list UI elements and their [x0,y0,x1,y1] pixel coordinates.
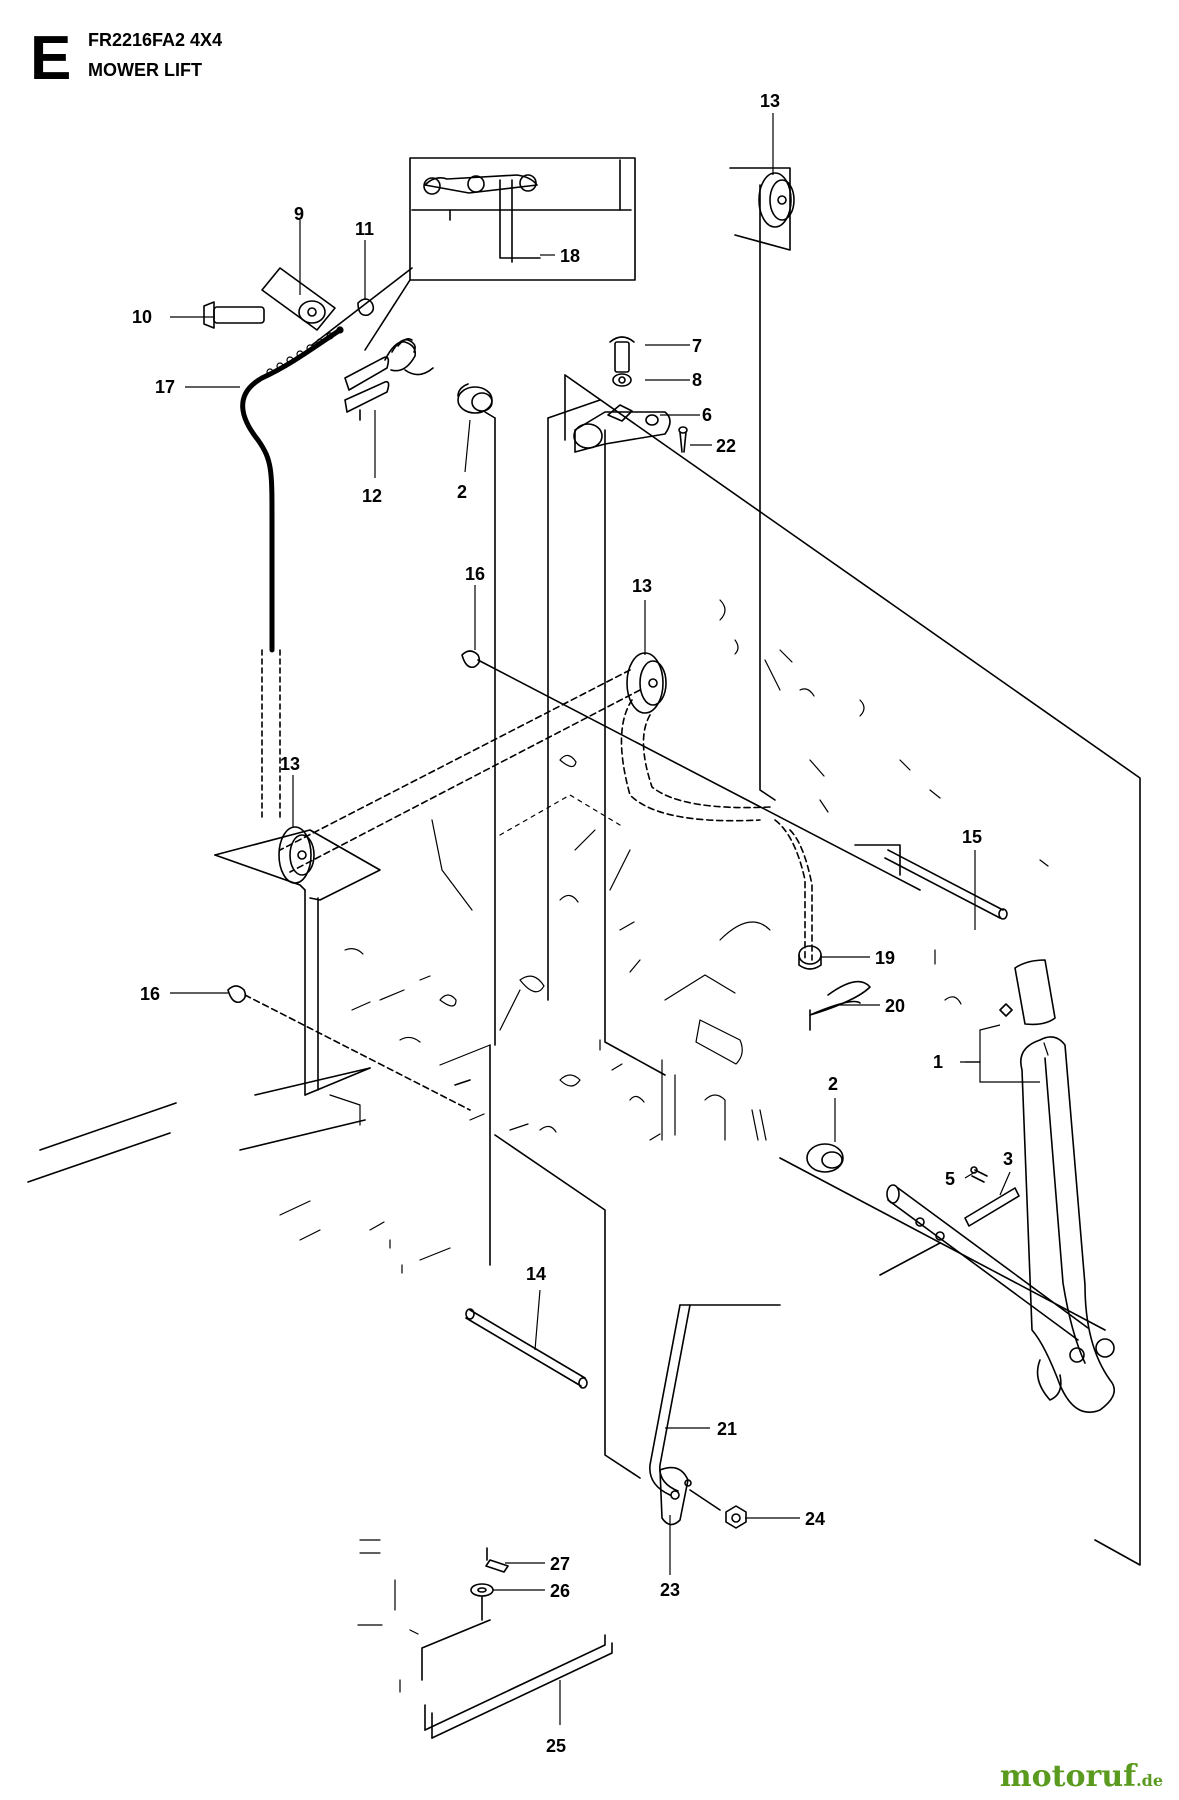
spring-part-12 [344,338,434,421]
pulley-part-13-lower [214,826,381,1096]
collar-part-19 [798,945,822,970]
callout-21: 21 [717,1419,737,1439]
callout-22: 22 [716,436,736,456]
callout-20: 20 [885,996,905,1016]
bushing-part-2-upper [457,383,496,1046]
pulley-part-13-top [729,167,795,251]
clip-part-16-upper [461,650,921,891]
callout-14: 14 [526,1264,546,1284]
callout-5: 5 [945,1169,955,1189]
assembly-name: MOWER LIFT [88,60,202,80]
callout-8: 8 [692,370,702,390]
link-rod-part-21 [649,1304,781,1496]
pivot-plate-part-23 [659,1466,721,1526]
callout-13-lower: 13 [280,754,300,774]
callout-16-upper: 16 [465,564,485,584]
callout-11: 11 [355,219,374,239]
frame-detail-fragments [279,599,1049,1693]
callout-7: 7 [692,336,702,356]
callout-15: 15 [962,827,982,847]
callout-9: 9 [294,204,304,224]
watermark-brand: motoruf [999,1759,1137,1794]
hairpin-part-20 [809,980,871,1031]
callout-18: 18 [560,246,580,266]
callout-2-upper: 2 [457,482,467,502]
callout-13-top: 13 [760,91,780,111]
lift-shaft-assembly [879,1166,1089,1341]
leader-lines [170,113,1040,1725]
pulley-part-13-mid [279,652,813,961]
callout-labels: 9 11 10 17 12 2 18 7 8 6 22 13 16 13 13 … [132,91,1013,1756]
clip-part-16-lower [227,985,471,1111]
callout-26: 26 [550,1581,570,1601]
callout-19: 19 [875,948,895,968]
rod-part-25 [421,1619,613,1739]
bracket-part-9 [203,267,375,331]
section-letter: E [30,24,72,93]
callout-2-lower: 2 [828,1074,838,1094]
callout-23: 23 [660,1580,680,1600]
pin-part-27 [485,1547,509,1573]
callout-3: 3 [1003,1149,1013,1169]
bushing-part-2-lower [806,1143,844,1173]
callout-10: 10 [132,307,152,327]
watermark-logo: motoruf.de [1000,1759,1163,1794]
bracket-part-6 [573,336,671,453]
callout-25: 25 [546,1736,566,1756]
callout-6: 6 [702,405,712,425]
callout-24: 24 [805,1509,825,1529]
model-number: FR2216FA2 4X4 [88,30,223,50]
callout-27: 27 [550,1554,570,1574]
lift-lever-part-1 [999,959,1116,1413]
callout-16-lower: 16 [140,984,160,1004]
callout-17: 17 [155,377,175,397]
pin-part-22 [678,426,688,453]
washer-part-26 [470,1583,494,1621]
nut-part-24 [725,1505,747,1529]
callout-1: 1 [933,1052,943,1072]
detail-inset-box [311,157,636,351]
chain-part-17 [240,326,344,821]
watermark-suffix: .de [1136,1771,1163,1790]
frame-plate [27,184,1141,1566]
rod-part-14 [465,1308,588,1389]
callout-13-mid: 13 [632,576,652,596]
callout-12: 12 [362,486,382,506]
rod-part-15 [854,844,1008,920]
